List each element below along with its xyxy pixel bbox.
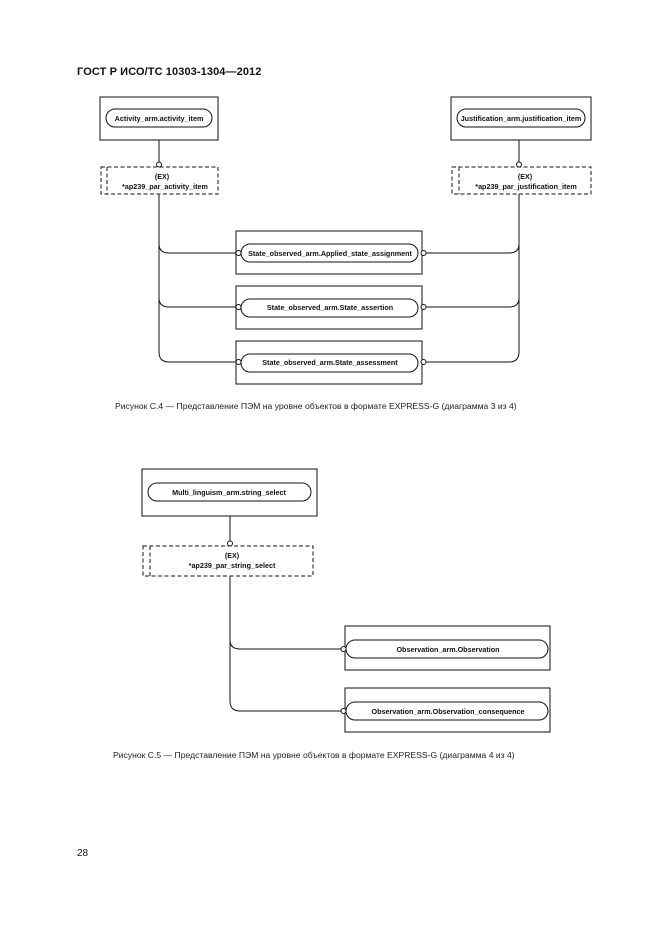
observation-consequence-label: Observation_arm.Observation_consequence bbox=[372, 707, 525, 716]
left-ex-label: (EX) bbox=[155, 172, 170, 181]
left-select-label: *ap239_par_activity_item bbox=[122, 182, 208, 191]
string-select-box bbox=[142, 545, 314, 577]
figure-caption-c4: Рисунок С.4 — Представление ПЭМ на уровн… bbox=[115, 401, 517, 411]
figure-caption-c5: Рисунок С.5 — Представление ПЭМ на уровн… bbox=[113, 750, 515, 760]
target-label-2: State_observed_arm.State_assertion bbox=[267, 303, 393, 312]
right-ex-label: (EX) bbox=[518, 172, 533, 181]
observation-label: Observation_arm.Observation bbox=[396, 645, 499, 654]
right-entity-label: Justification_arm.justification_item bbox=[461, 114, 582, 123]
document-header: ГОСТ Р ИСО/ТС 10303-1304—2012 bbox=[77, 66, 262, 78]
left-entity-label: Activity_arm.activity_item bbox=[115, 114, 204, 123]
string-select-ex-label: (EX) bbox=[225, 551, 240, 560]
target-label-1: State_observed_arm.Applied_state_assignm… bbox=[248, 249, 412, 258]
right-select-label: *ap239_par_justification_item bbox=[475, 182, 576, 191]
right-entity-box bbox=[450, 96, 592, 141]
target-label-3: State_observed_arm.State_assessment bbox=[262, 358, 398, 367]
page-number: 28 bbox=[77, 848, 89, 859]
string-select-entity-label: Multi_linguism_arm.string_select bbox=[172, 488, 286, 497]
right-select-box bbox=[451, 166, 592, 195]
string-select-label: *ap239_par_string_select bbox=[189, 561, 276, 570]
